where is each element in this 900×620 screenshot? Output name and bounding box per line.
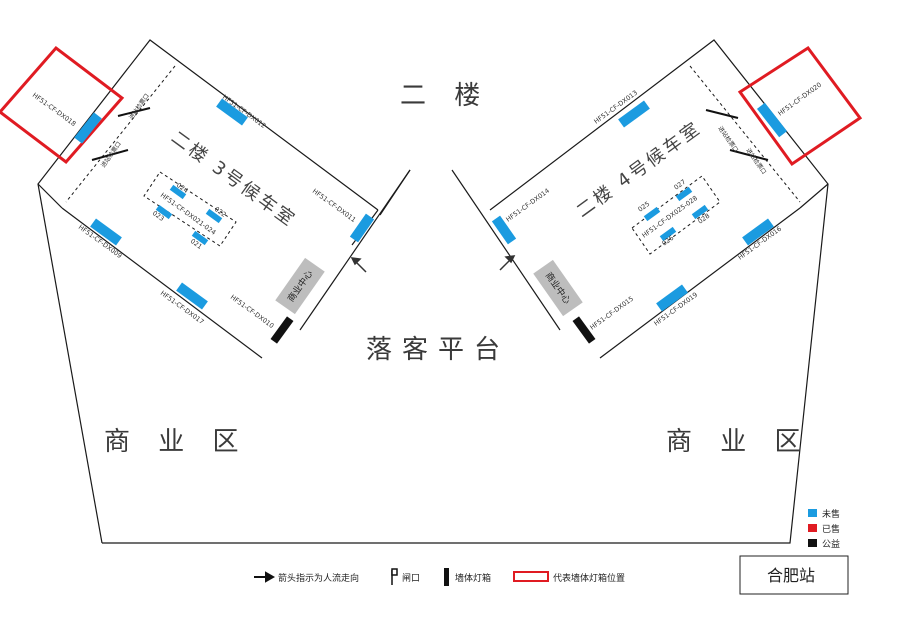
light-box-dx020 [756, 102, 788, 138]
legend-swatch-unsold [808, 509, 817, 517]
right-entrance-label-2: 进站检票口 [744, 147, 768, 176]
platform-label: 落客平台 [366, 335, 510, 365]
legend-label-public: 公益 [822, 538, 840, 550]
light-box-023 [155, 204, 173, 220]
commercial-zone-left: 商 业 区 [104, 427, 249, 457]
light-box-022 [205, 208, 223, 224]
wall-light-box-icon [444, 568, 449, 586]
group-dx025-028-outline [631, 175, 721, 255]
label-dx018: HF51-CF-DX018 [31, 91, 78, 128]
light-box-028 [691, 204, 709, 220]
flow-arrow-left [350, 257, 367, 273]
key-wallbox-label: 墙体灯箱 [455, 572, 491, 584]
light-box-024 [169, 184, 187, 200]
light-box-dx019 [656, 284, 688, 312]
light-box-021 [191, 230, 209, 246]
label-027: 027 [672, 178, 687, 192]
label-dx014: HF51-CF-DX014 [504, 187, 551, 224]
symbol-key: 箭头指示为人流走向 闸口 墙体灯箱 代表墙体灯箱位置 [254, 568, 625, 586]
red-frame-dx018 [0, 45, 125, 165]
light-box-dx014 [491, 215, 517, 245]
wall-box-dx015 [572, 316, 596, 344]
left-entrance-label-2: 进站检票口 [99, 140, 123, 169]
station-name-box [739, 555, 849, 595]
light-box-dx016 [742, 218, 774, 246]
legend-label-unsold: 未售 [822, 508, 840, 520]
gate-row-left [91, 107, 151, 161]
left-entrance-label: 进站检票口 [127, 92, 151, 121]
red-frame-dx020 [737, 45, 863, 167]
group-dx021-024-outline [143, 171, 237, 247]
label-dx011: HF51-CF-DX011 [311, 187, 358, 224]
right-entrance-label: 进站检票口 [716, 125, 740, 154]
status-legend: 未售 已售 公益 [808, 508, 840, 550]
legend-label-sold: 已售 [822, 523, 840, 535]
label-dx020: HF51-CF-DX020 [776, 81, 823, 118]
light-box-dx013 [618, 100, 650, 128]
commercial-zone-right: 商 业 区 [666, 427, 811, 457]
commercial-center-right: 商业中心 [533, 259, 583, 317]
building-outline [37, 39, 829, 544]
key-arrow-label: 箭头指示为人流走向 [278, 572, 359, 584]
station-name: 合肥站 [767, 566, 815, 585]
light-box-dx017 [176, 282, 208, 310]
light-box-dx018 [74, 112, 102, 144]
light-box-dx012 [216, 98, 248, 126]
gate-icon [391, 568, 398, 585]
label-025: 025 [636, 200, 651, 214]
legend-swatch-public [808, 539, 817, 547]
label-dx015: HF51-CF-DX015 [588, 295, 635, 332]
key-gate-label: 闸口 [402, 573, 420, 584]
light-box-027 [675, 186, 693, 202]
right-entrance-line [689, 65, 801, 203]
red-frame-icon [513, 571, 549, 582]
floor-title: 二 楼 [400, 81, 490, 111]
label-dx010: HF51-CF-DX010 [229, 293, 276, 330]
flow-arrow-right [499, 255, 516, 271]
wall-box-dx010 [270, 316, 294, 344]
light-box-dx009 [90, 218, 122, 246]
arrow-icon [254, 571, 276, 583]
key-redframe-label: 代表墙体灯箱位置 [553, 572, 625, 584]
gate-row-right [705, 109, 769, 161]
left-entrance-line [65, 65, 176, 203]
light-box-026 [659, 226, 677, 242]
light-box-dx011 [349, 213, 375, 243]
light-box-025 [643, 206, 661, 222]
legend-swatch-sold [808, 524, 817, 532]
